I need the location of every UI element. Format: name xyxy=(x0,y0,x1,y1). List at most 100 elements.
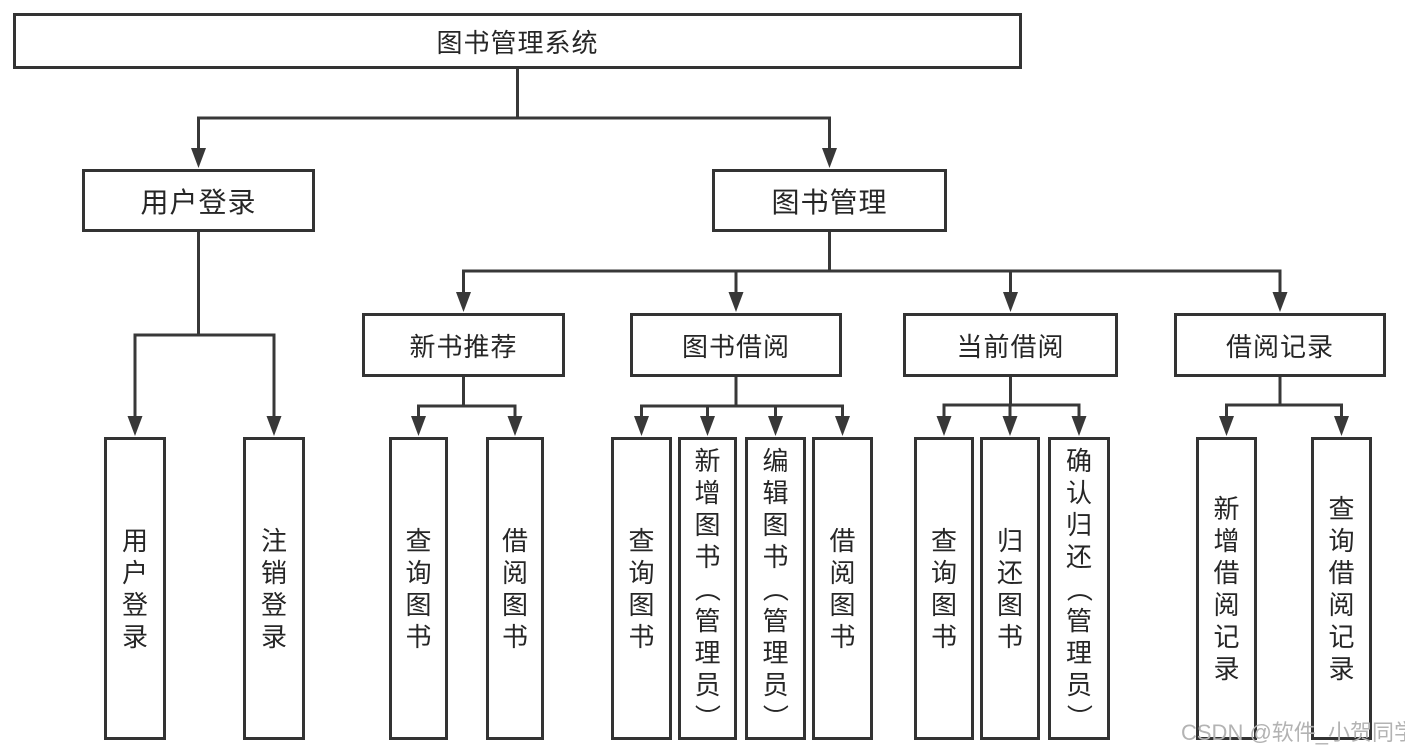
arrowhead-icon xyxy=(728,292,744,312)
node-leaf-query-borrow-record: 查询借阅记录 xyxy=(1311,437,1372,740)
node-label-char: 查 xyxy=(628,525,655,556)
node-label-char: 还 xyxy=(996,557,1023,588)
node-label-char: 询 xyxy=(405,557,432,588)
node-label-char: 阅 xyxy=(1213,589,1240,620)
arrowhead-icon xyxy=(1071,416,1087,436)
node-label-char: 查 xyxy=(1328,493,1355,524)
node-label-char: 员 xyxy=(694,669,721,700)
node-label-char: 书 xyxy=(501,621,528,652)
node-label-char: 查 xyxy=(930,525,957,556)
node-label-char: 还 xyxy=(1065,541,1092,572)
node-label-char: 注 xyxy=(260,525,287,556)
node-label: 新书推荐 xyxy=(409,331,518,362)
node-label: 当前借阅 xyxy=(956,331,1065,362)
arrowhead-icon xyxy=(411,416,426,436)
node-label-char: 新 xyxy=(694,445,721,476)
arrowhead-icon xyxy=(1003,292,1018,312)
node-leaf-return-book: 归还图书 xyxy=(980,437,1040,740)
node-leaf-borrow-book-1: 借阅图书 xyxy=(486,437,544,740)
node-label-char: 户 xyxy=(121,557,148,588)
node-leaf-edit-book-admin: 编辑图书（管理员） xyxy=(745,437,806,740)
node-label-char: 归 xyxy=(996,525,1023,556)
node-label: 图书管理 xyxy=(771,186,888,218)
node-label-char: 登 xyxy=(260,589,287,620)
node-label-char: 询 xyxy=(930,557,957,588)
node-label-char: 录 xyxy=(121,621,148,652)
node-label-char: ） xyxy=(760,703,791,730)
node-label-char: 图 xyxy=(930,589,957,620)
node-label-char: （ xyxy=(692,575,723,602)
node-label: 图书借阅 xyxy=(681,331,790,362)
node-label-char: 增 xyxy=(694,477,721,508)
node-label-char: 书 xyxy=(405,621,432,652)
arrowhead-icon xyxy=(936,416,952,436)
node-leaf-confirm-return-admin: 确认归还（管理员） xyxy=(1048,437,1110,740)
node-label-char: 录 xyxy=(1213,653,1240,684)
node-label-char: 理 xyxy=(694,637,721,668)
node-label-char: ） xyxy=(692,703,723,730)
node-label: 借阅记录 xyxy=(1225,331,1334,362)
node-leaf-add-book-admin: 新增图书 （ 管理员 ） xyxy=(678,437,737,740)
node-label-char: 图 xyxy=(996,589,1023,620)
node-label-char: ） xyxy=(1063,703,1094,730)
node-label-char: 图 xyxy=(405,589,432,620)
arrowhead-icon xyxy=(1334,416,1349,436)
node-label-char: 图 xyxy=(628,589,655,620)
node-label-char: 书 xyxy=(694,541,721,572)
node-label-char: 录 xyxy=(1328,653,1355,684)
arrowhead-icon xyxy=(1002,416,1018,436)
node-label-char: 书 xyxy=(762,541,789,572)
node-book-management: 图书管理 xyxy=(712,169,947,232)
node-label-char: 增 xyxy=(1213,525,1240,556)
node-borrow-records: 借阅记录 xyxy=(1174,313,1386,377)
node-label-char: 员 xyxy=(1065,669,1092,700)
arrowhead-icon xyxy=(127,416,143,436)
node-label-char: 阅 xyxy=(1328,589,1355,620)
node-label-char: 销 xyxy=(260,557,287,588)
node-leaf-borrow-book-2: 借阅图书 xyxy=(812,437,873,740)
arrowhead-icon xyxy=(191,148,206,168)
arrowhead-icon xyxy=(634,416,649,436)
node-label-char: 借 xyxy=(1328,557,1355,588)
arrowhead-icon xyxy=(1272,292,1288,312)
node-label-char: 理 xyxy=(762,637,789,668)
node-new-book-recommend: 新书推荐 xyxy=(362,313,565,377)
node-label-char: 录 xyxy=(260,621,287,652)
node-label-char: 图 xyxy=(829,589,856,620)
node-label-char: 图 xyxy=(694,509,721,540)
node-leaf-query-book-1: 查询图书 xyxy=(389,437,448,740)
node-label-char: 管 xyxy=(694,605,721,636)
node-leaf-query-book-2: 查询图书 xyxy=(611,437,672,740)
arrowhead-icon xyxy=(266,416,282,436)
node-current-borrow: 当前借阅 xyxy=(903,313,1118,377)
node-label-char: 登 xyxy=(121,589,148,620)
node-label-char: 借 xyxy=(829,525,856,556)
node-label-char: 编 xyxy=(762,445,789,476)
node-user-login: 用户登录 xyxy=(82,169,315,232)
node-leaf-add-borrow-record: 新增借阅记录 xyxy=(1196,437,1257,740)
node-label-char: 确 xyxy=(1065,445,1092,476)
node-label-char: 询 xyxy=(628,557,655,588)
node-label-char: 阅 xyxy=(829,557,856,588)
node-book-borrow: 图书借阅 xyxy=(630,313,842,377)
node-label-char: 认 xyxy=(1065,477,1092,508)
node-label-char: 新 xyxy=(1213,493,1240,524)
node-label-char: 书 xyxy=(628,621,655,652)
node-label-char: 图 xyxy=(501,589,528,620)
node-label-char: 阅 xyxy=(501,557,528,588)
arrowhead-icon xyxy=(1219,416,1234,436)
arrowhead-icon xyxy=(768,416,783,436)
arrowhead-icon xyxy=(822,148,837,168)
node-label: 图书管理系统 xyxy=(436,27,599,58)
node-library-management-system: 图书管理系统 xyxy=(13,13,1022,69)
node-label-char: 查 xyxy=(405,525,432,556)
node-label-char: 用 xyxy=(121,525,148,556)
node-label-char: 记 xyxy=(1213,621,1240,652)
node-label-char: 归 xyxy=(1065,509,1092,540)
arrowhead-icon xyxy=(507,416,523,436)
node-label-char: 管 xyxy=(1065,605,1092,636)
node-label-char: 管 xyxy=(762,605,789,636)
node-label-char: 书 xyxy=(996,621,1023,652)
node-label-char: 询 xyxy=(1328,525,1355,556)
